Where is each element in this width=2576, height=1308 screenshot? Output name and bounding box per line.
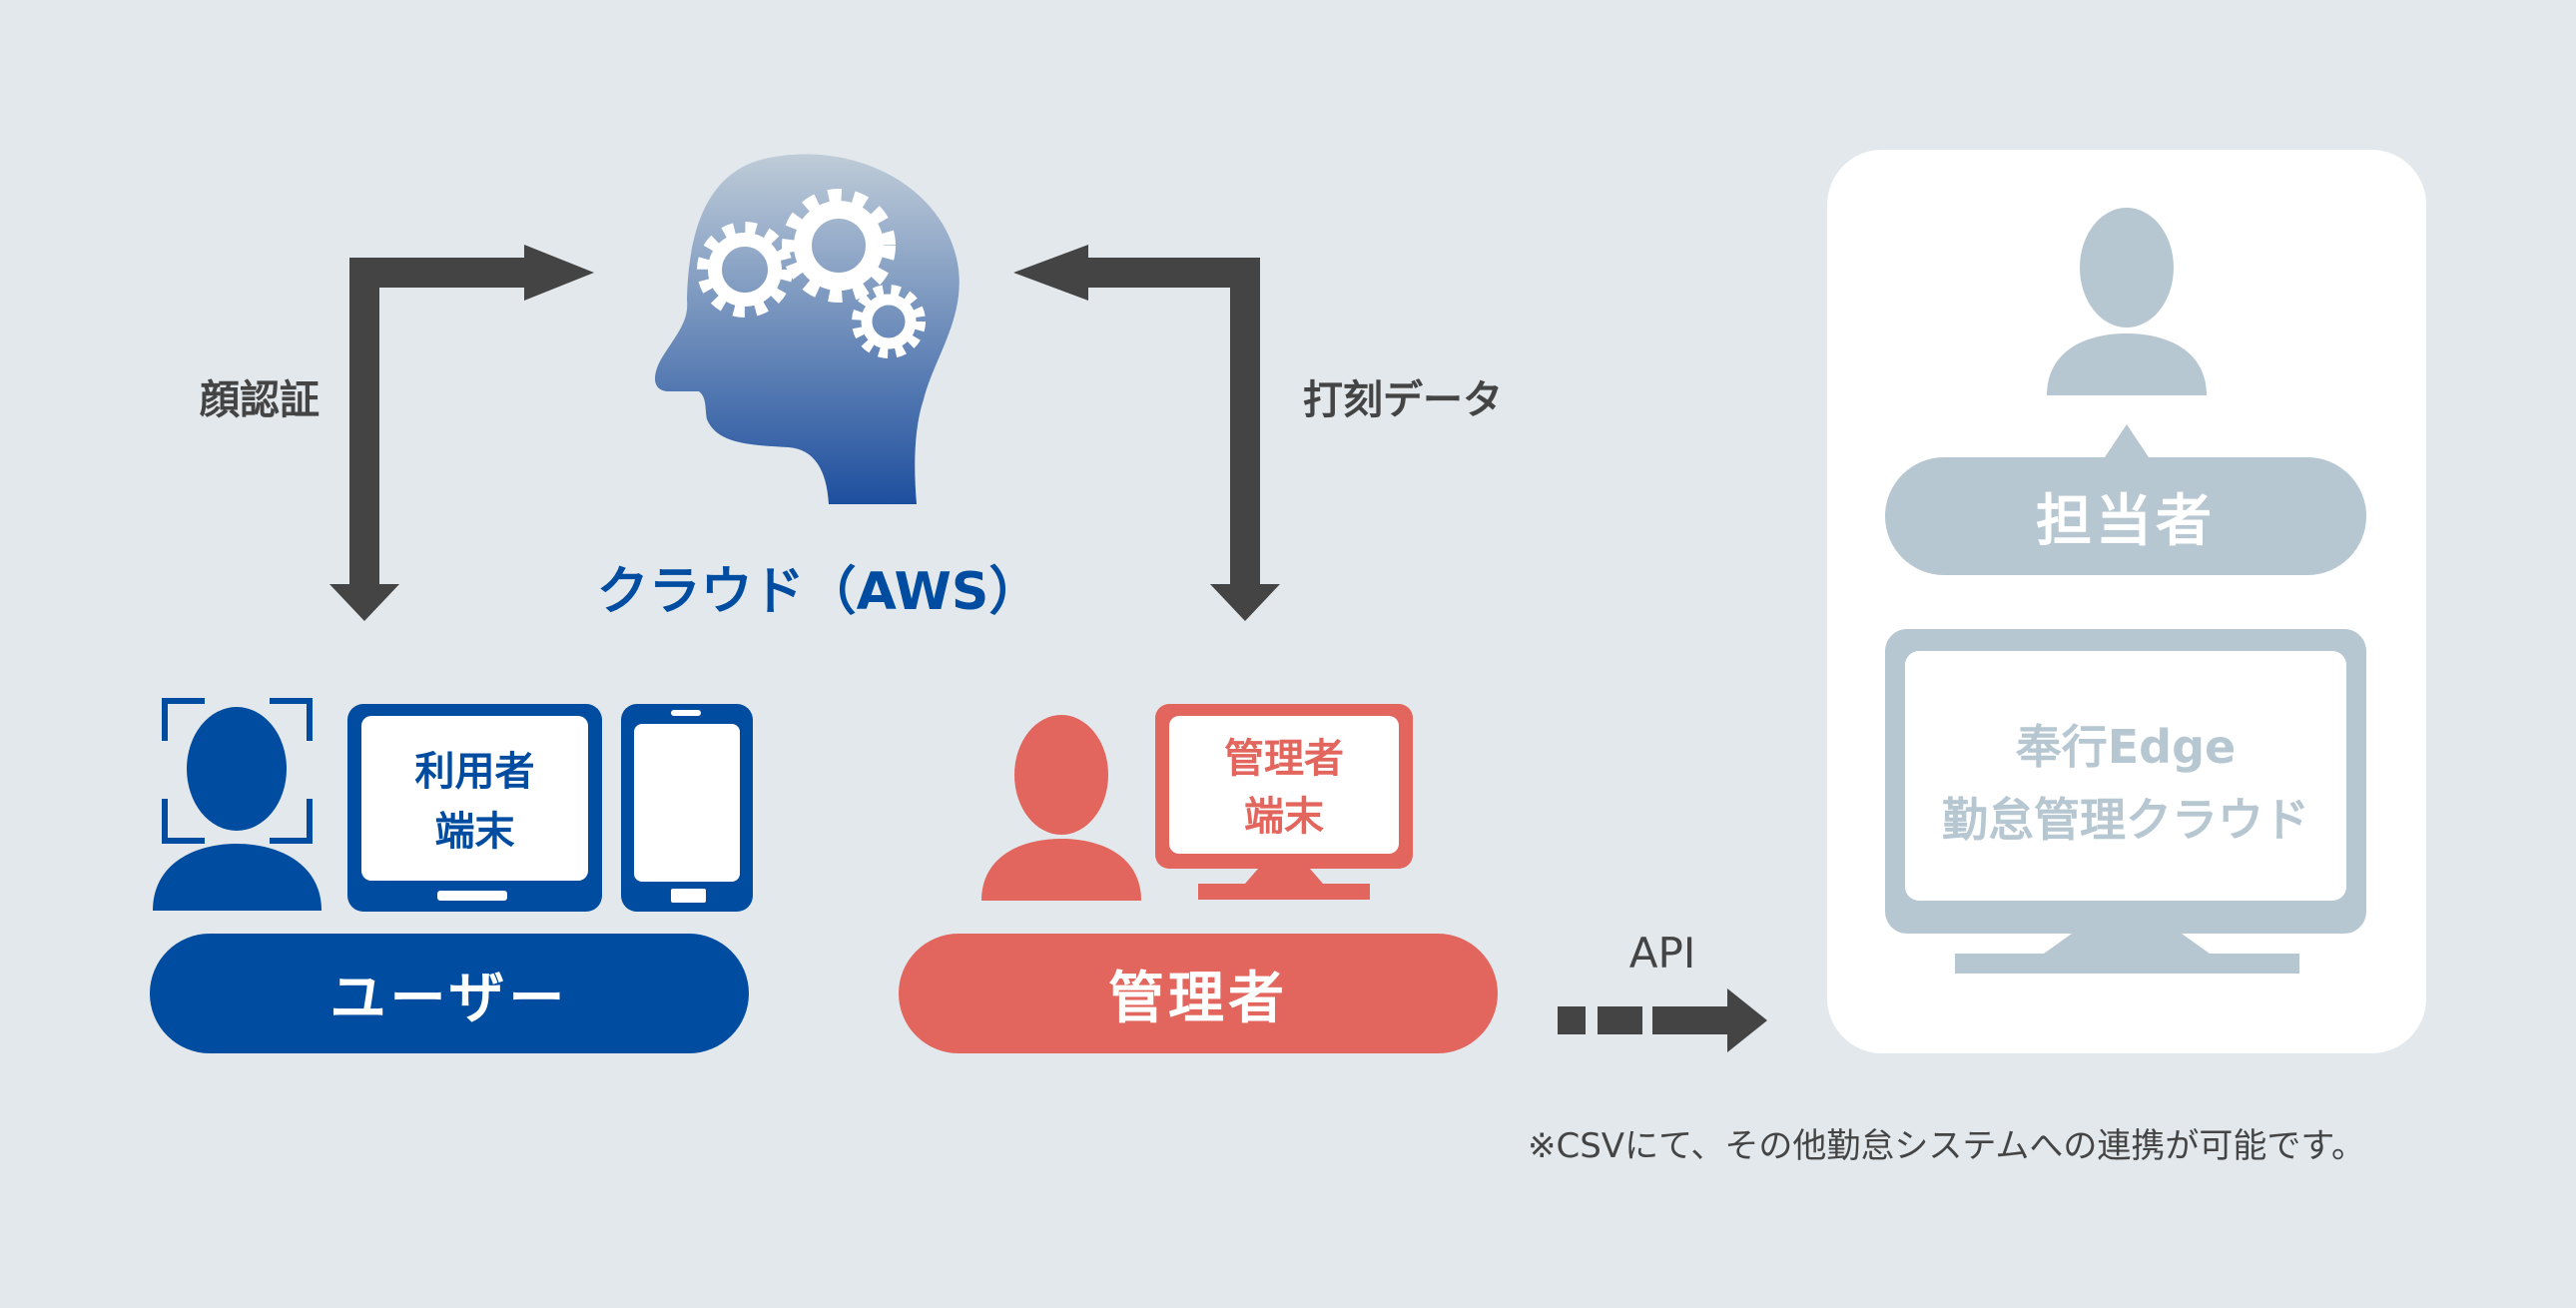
user-terminal-label-line2: 端末 xyxy=(434,809,515,855)
monitor-icon xyxy=(1885,629,2366,974)
admin-pill: 管理者 xyxy=(899,934,1498,1053)
gear-icon xyxy=(852,285,926,358)
api-arrow xyxy=(1558,988,1767,1052)
cloud-label: クラウド（AWS） xyxy=(596,562,1041,622)
user-pill: ユーザー xyxy=(150,934,749,1053)
smartphone-icon xyxy=(621,704,753,912)
face-auth-label: 顔認証 xyxy=(200,377,320,423)
gear-icon xyxy=(697,222,793,318)
person-icon xyxy=(2047,208,2207,395)
admin-terminal-label-line1: 管理者 xyxy=(1224,736,1344,782)
person-icon xyxy=(981,715,1141,901)
face-auth-double-arrow xyxy=(329,245,594,621)
user-terminal-label-line1: 利用者 xyxy=(414,749,535,795)
tablet-icon xyxy=(347,704,602,912)
monitor-icon xyxy=(1155,704,1413,900)
pill-pointer xyxy=(2105,424,2149,457)
gear-icon xyxy=(782,189,896,303)
staff-pill: 担当者 xyxy=(1885,457,2366,575)
punch-data-double-arrow xyxy=(1013,245,1280,621)
face-scan-person-icon xyxy=(153,698,322,911)
punch-data-label: 打刻データ xyxy=(1303,377,1503,423)
brain-gears-head-icon xyxy=(654,154,960,505)
admin-terminal-label-line2: 端末 xyxy=(1244,794,1324,840)
api-label: API xyxy=(1628,929,1696,978)
footnote: ※CSVにて、その他勤怠システムへの連携が可能です。 xyxy=(1528,1126,2365,1166)
monitor-label-line1: 奉行Edge xyxy=(2015,720,2237,774)
monitor-label-line2: 勤怠管理クラウド xyxy=(1942,793,2309,847)
